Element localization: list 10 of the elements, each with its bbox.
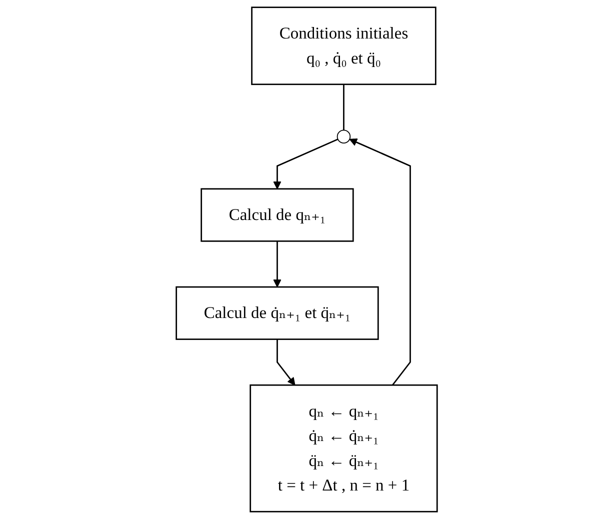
node-box: Calcul de qₙ₊₁ (200, 188, 354, 242)
arrow (276, 339, 296, 386)
arrow (349, 138, 411, 386)
node-box: qₙ ← qₙ₊₁ q̇ₙ ← q̇ₙ₊₁ q̈ₙ ← q̈ₙ₊₁ t = t + Δt , n = n + 1 (249, 384, 438, 512)
node-box: Conditions initiales q₀ , q̇₀ et q̈₀ (250, 6, 436, 86)
connector (342, 84, 344, 130)
arrow (272, 241, 282, 288)
arrow (272, 138, 338, 190)
node-box: Calcul de q̇ₙ₊₁ et q̈ₙ₊₁ (175, 286, 379, 340)
node-circle (336, 130, 350, 144)
